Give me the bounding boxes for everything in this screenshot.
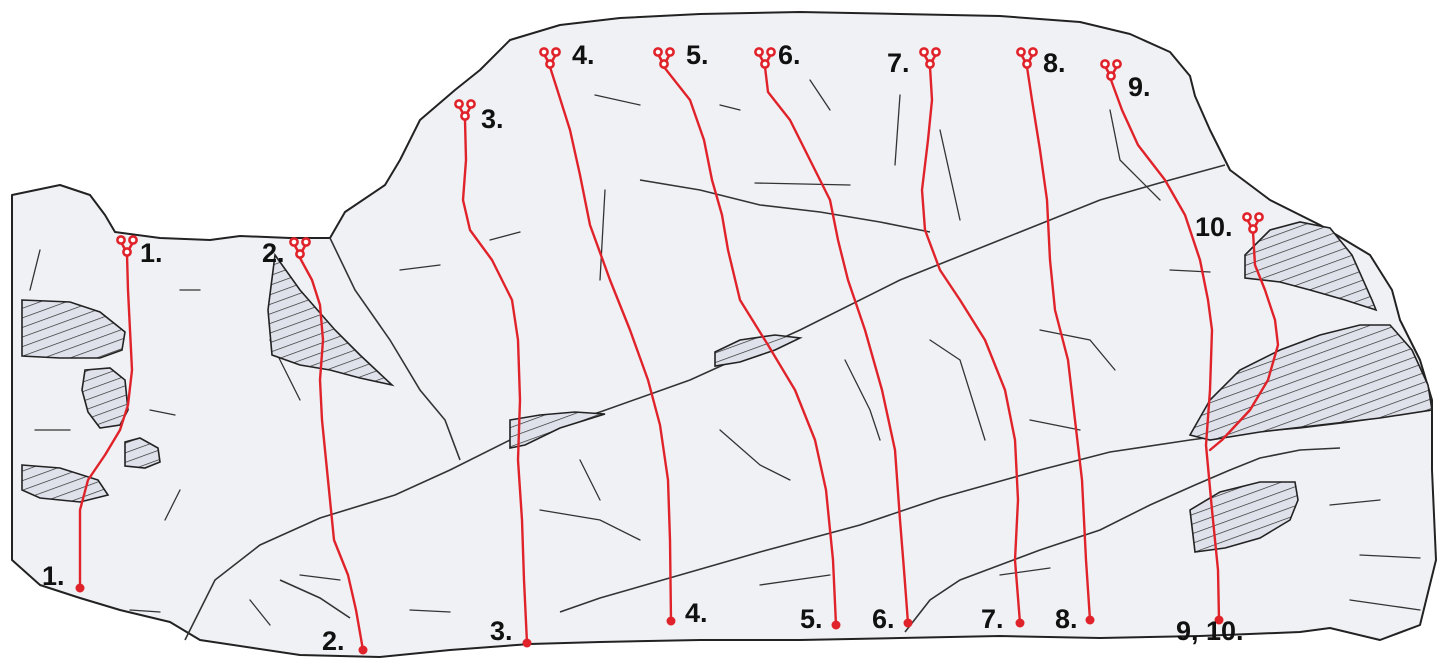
route-top-label-2: 2. bbox=[262, 238, 285, 268]
start-dot-6 bbox=[904, 619, 913, 628]
route-top-label-8: 8. bbox=[1043, 48, 1066, 78]
route-bottom-label-8: 8. bbox=[1055, 604, 1078, 634]
start-dot-4 bbox=[667, 617, 676, 626]
rock-outline bbox=[12, 12, 1436, 657]
route-bottom-label-5: 5. bbox=[800, 604, 823, 634]
start-dot-3 bbox=[523, 639, 532, 648]
route-top-label-3: 3. bbox=[481, 104, 504, 134]
route-bottom-label-7: 7. bbox=[981, 604, 1004, 634]
route-top-label-1: 1. bbox=[140, 238, 163, 268]
start-dot-8 bbox=[1086, 616, 1095, 625]
route-top-label-9: 9. bbox=[1128, 72, 1151, 102]
route-bottom-label-2: 2. bbox=[322, 626, 345, 656]
route-bottom-label-3: 3. bbox=[490, 616, 513, 646]
route-top-label-10: 10. bbox=[1195, 212, 1233, 242]
start-dot-7 bbox=[1016, 619, 1025, 628]
start-dot-5 bbox=[832, 621, 841, 630]
route-bottom-label-1: 1. bbox=[42, 561, 65, 591]
route-top-label-7: 7. bbox=[887, 48, 910, 78]
route-bottom-label-4: 4. bbox=[685, 598, 708, 628]
start-dot-1 bbox=[76, 584, 85, 593]
route-bottom-label-6: 6. bbox=[872, 604, 895, 634]
route-top-label-5: 5. bbox=[686, 40, 709, 70]
start-label-9-10: 9, 10. bbox=[1176, 616, 1244, 646]
route-top-label-4: 4. bbox=[572, 40, 595, 70]
route-top-label-6: 6. bbox=[778, 40, 801, 70]
start-dot-2 bbox=[359, 646, 368, 655]
